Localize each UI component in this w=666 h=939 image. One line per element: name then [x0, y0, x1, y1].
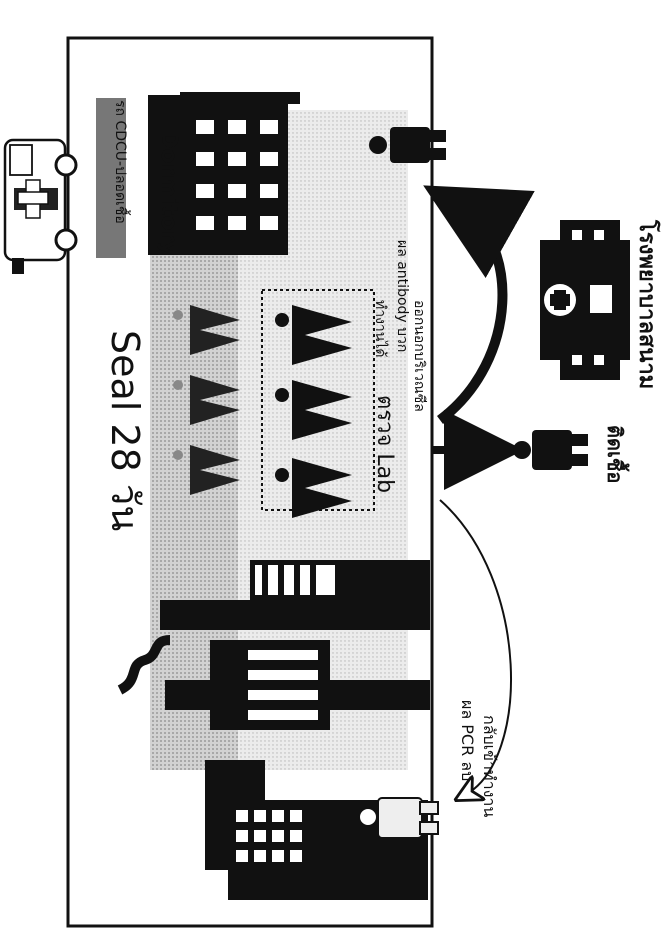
dormitory-label: Dormitory [156, 130, 181, 256]
work-ok-label: ทำงานได้ [372, 300, 389, 358]
infected-person-icon [513, 430, 588, 470]
ambulance-icon [3, 138, 78, 274]
ambulance-label: รถ CDCU-ปลอดเชื้อ [112, 100, 131, 224]
lab-test-box [261, 289, 375, 511]
hospital-icon [540, 220, 630, 380]
exit-seal-label: ออกนอกบริเวณซีล [411, 300, 427, 412]
dormitory-building-icon [148, 92, 300, 255]
worker-person-icon [358, 797, 439, 839]
back-to-work-label: กลับเข้าทำงาน [480, 715, 499, 817]
curved-arrow-back-to-work [439, 499, 512, 795]
tested-crowd-icon [275, 305, 352, 518]
ambulance-label-bg [96, 98, 126, 258]
pcr-negative-label: ผล PCR ลบ [458, 700, 477, 781]
infected-label: ติดเชื้อ [603, 425, 630, 483]
antibody-label: ผล antibody บวก [394, 240, 410, 352]
crowd-icon [173, 305, 240, 495]
seal-title: Seal 28 วัน [103, 330, 147, 531]
factory-icon [117, 560, 430, 900]
lab-check-label: ตรวจ Lab [372, 395, 397, 493]
curved-arrow-exit [423, 185, 535, 424]
person-icon [369, 127, 446, 163]
field-hospital-label: โรงพยาบาลสนาม [634, 219, 661, 389]
